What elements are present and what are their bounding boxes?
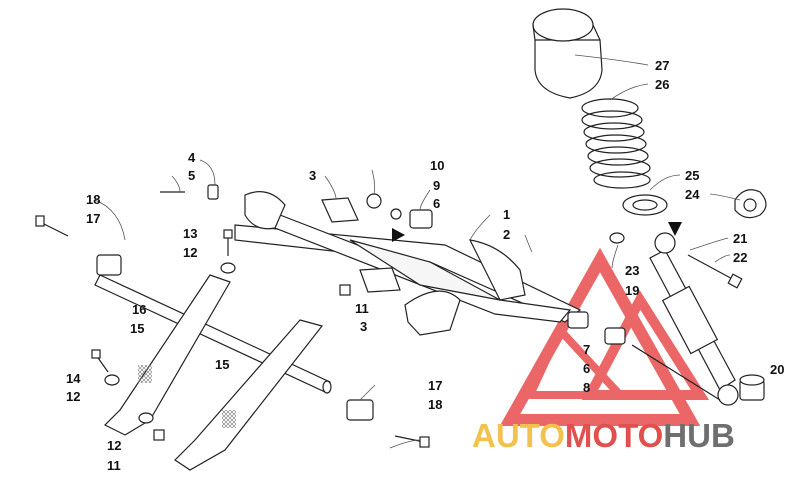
watermark-logo (499, 247, 710, 426)
callout-13: 13 (183, 226, 197, 241)
washer-12-lower (138, 412, 154, 424)
callout-22: 22 (733, 250, 747, 265)
coil-spring (581, 98, 651, 189)
callout-25: 25 (685, 168, 699, 183)
bushing-7 (567, 311, 589, 329)
bolt-14 (91, 349, 109, 373)
bushing-6-lower (604, 327, 626, 345)
callout-12-lower: 12 (107, 438, 121, 453)
callout-24: 24 (685, 187, 700, 202)
watermark-moto: MOTO (565, 417, 663, 454)
callout-10: 10 (430, 158, 444, 173)
watermark-text: AUTOMOTOHUB (472, 417, 735, 454)
callout-2: 2 (503, 227, 510, 242)
callout-labels: 27 26 25 24 21 22 23 19 20 10 9 6 1 2 3 … (66, 58, 784, 473)
bushing-10 (366, 193, 382, 209)
callout-19: 19 (625, 283, 639, 298)
callout-9: 9 (433, 178, 440, 193)
bushing-6-upper (409, 209, 433, 229)
bumper-pad-lower (359, 267, 401, 293)
bumper-pad-upper (321, 197, 359, 223)
washer-12-upper (220, 262, 236, 274)
nut-11-upper (339, 284, 351, 296)
bolt-8 (631, 344, 721, 401)
callout-17-lower: 17 (428, 378, 442, 393)
callout-6-upper: 6 (433, 196, 440, 211)
link-arm-right (174, 319, 324, 471)
swing-arm (234, 191, 582, 336)
shock-boot (532, 8, 603, 99)
nut-11-lower (153, 429, 165, 441)
callout-16: 16 (132, 302, 146, 317)
bolt-18-upper (35, 215, 69, 237)
callout-15-upper: 15 (130, 321, 144, 336)
watermark-auto: AUTO (472, 417, 565, 454)
callout-27: 27 (655, 58, 669, 73)
clip-4 (207, 184, 219, 200)
callout-8: 8 (583, 380, 590, 395)
bolt-13 (223, 229, 233, 256)
retainer-clip (734, 189, 767, 219)
bolt-18-lower (394, 435, 430, 448)
callout-15-lower: 15 (215, 357, 229, 372)
callout-12-mid: 12 (66, 389, 80, 404)
callout-3-upper: 3 (309, 168, 316, 183)
callout-1: 1 (503, 207, 510, 222)
washer-9 (390, 208, 402, 220)
washer-12-mid (104, 374, 120, 386)
callout-6-lower: 6 (583, 361, 590, 376)
callout-18-lower: 18 (428, 397, 442, 412)
callout-14: 14 (66, 371, 81, 386)
callout-12-upper: 12 (183, 245, 197, 260)
callout-11-upper: 11 (355, 301, 369, 316)
callout-26: 26 (655, 77, 669, 92)
callout-5: 5 (188, 168, 195, 183)
bushing-20 (739, 374, 765, 401)
svg-text:AUTOMOTOHUB: AUTOMOTOHUB (472, 417, 735, 454)
callout-21: 21 (733, 231, 747, 246)
callout-3-lower: 3 (360, 319, 367, 334)
callout-18-upper: 18 (86, 192, 100, 207)
callout-7: 7 (583, 342, 590, 357)
callout-11-lower: 11 (107, 458, 121, 473)
bushing-17-lower (346, 399, 374, 421)
direction-arrows (392, 222, 682, 242)
callout-23: 23 (625, 263, 639, 278)
leader-lines (94, 54, 741, 449)
callout-20: 20 (770, 362, 784, 377)
spring-seat (622, 194, 668, 216)
watermark-hub: HUB (663, 417, 735, 454)
callout-17-upper: 17 (86, 211, 100, 226)
bushing-17-upper (96, 254, 122, 276)
shock-absorber (649, 232, 739, 406)
washer-23 (609, 232, 625, 244)
link-arm-left (103, 274, 231, 436)
callout-4: 4 (188, 150, 196, 165)
bolt-22 (687, 254, 743, 289)
